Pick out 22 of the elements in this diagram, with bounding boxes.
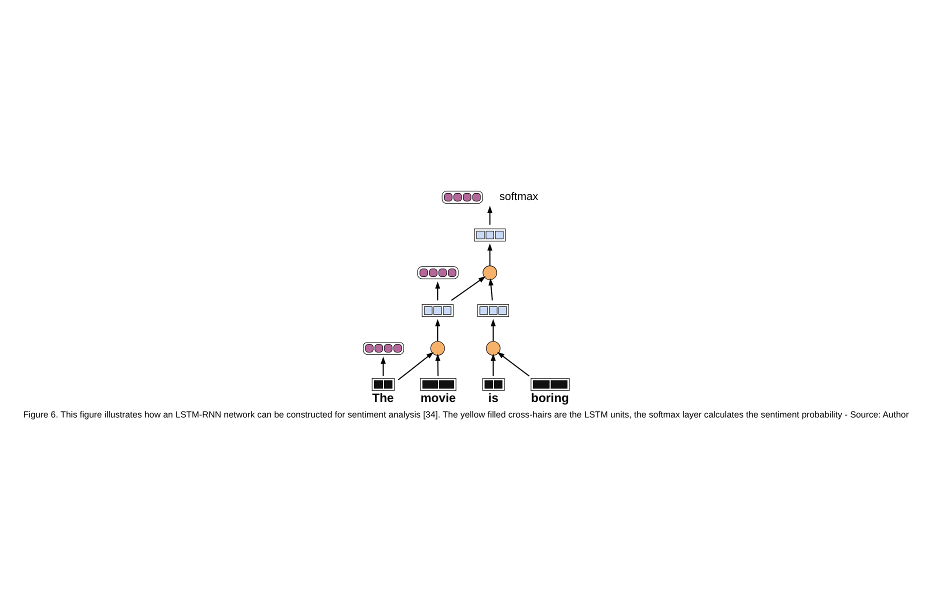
arrow — [488, 278, 494, 300]
arrow — [380, 356, 386, 376]
node-label: boring — [531, 390, 570, 404]
node-label: is — [488, 390, 498, 404]
arrow — [398, 352, 434, 380]
node-circle — [486, 340, 500, 356]
node-label: softmax — [499, 190, 538, 202]
node-label: The — [372, 390, 394, 404]
arrow — [490, 353, 496, 376]
arrow — [497, 351, 530, 376]
arrow — [487, 205, 492, 224]
arrow — [490, 318, 496, 341]
arrow — [435, 318, 440, 341]
node-label: movie — [420, 390, 456, 404]
node-circle — [430, 340, 445, 356]
node-circle — [482, 265, 498, 280]
arrow — [451, 276, 486, 300]
arrow — [435, 280, 440, 300]
caption: Figure 6. This figure illustrates how an LSTM-RNN network can be constructed for sentiment analysis [34]. The yellow filled cross-hairs are the LSTM units, the softmax layer calculates the sentiment probability - Source: Author — [23, 409, 909, 420]
arrow — [435, 353, 440, 376]
node-bar — [362, 341, 404, 354]
arrow — [487, 242, 492, 266]
